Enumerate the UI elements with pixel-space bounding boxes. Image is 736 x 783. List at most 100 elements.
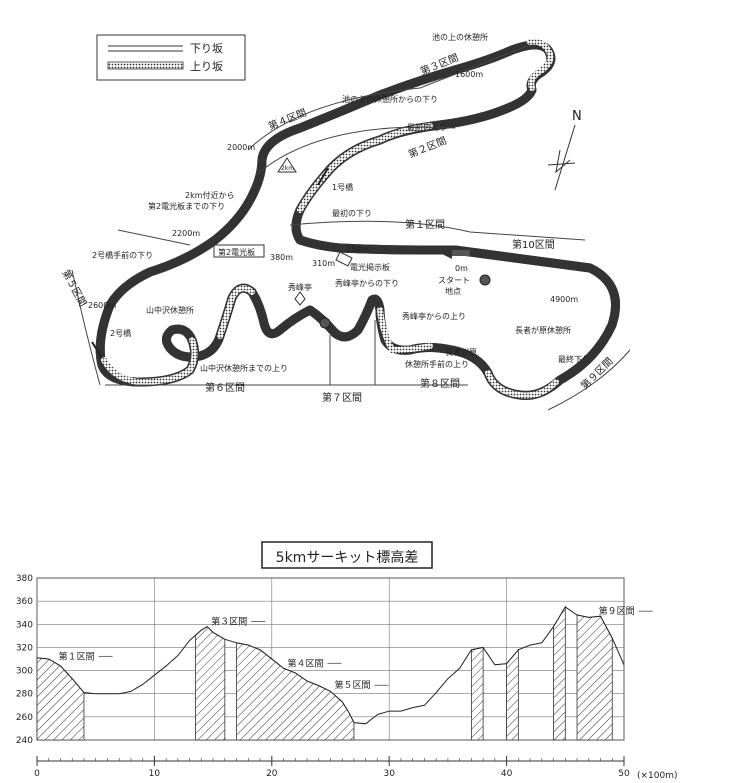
- dist-2000m: 2000m: [227, 143, 255, 152]
- label-ike-down: 池の上の休憩所からの下り: [342, 94, 438, 104]
- uphill-yamanaka: [101, 337, 198, 386]
- dist-2600m: 2600m: [88, 301, 116, 310]
- label-bridge2: 2号橋: [110, 328, 131, 338]
- label-near-2km-1: 2km付近から: [185, 190, 235, 200]
- legend-up-label: 上り坂: [190, 60, 223, 73]
- section-labels: 第１区間 第２区間 第３区間 第４区間 第５区間 第６区間 第７区間 第８区間 …: [59, 51, 615, 404]
- section-annotation: 第１区間: [59, 650, 95, 662]
- dist-0m: 0m: [455, 264, 468, 273]
- chart-title: 5kmサーキット標高差: [276, 549, 419, 566]
- x-tick-label: 0: [34, 769, 40, 779]
- uphill-area: [236, 642, 355, 741]
- y-tick-label: 240: [16, 736, 33, 746]
- label-first-down: 最初の下り: [332, 208, 372, 218]
- y-tick-label: 360: [16, 597, 33, 607]
- y-tick-label: 340: [16, 620, 33, 630]
- x-axis: 0 10 20 30 40 50: [34, 756, 630, 779]
- chart-title-box: 5kmサーキット標高差: [261, 541, 433, 569]
- uphill-area: [36, 657, 85, 741]
- section-annotation: 第９区間: [599, 605, 635, 617]
- dist-380m: 380m: [270, 253, 293, 262]
- y-tick-label: 380: [16, 574, 33, 584]
- label-start-1: スタート: [438, 276, 470, 285]
- label-near-2km-2: 第2電光板までの下り: [148, 201, 225, 211]
- bridge-marks: [91, 167, 329, 359]
- uphill-yamanaka2: [217, 285, 255, 339]
- y-tick-label: 300: [16, 667, 33, 677]
- label-last-down: 最終下り: [558, 354, 590, 364]
- y-tick-label: 260: [16, 713, 33, 723]
- km-mark-label: 2km: [281, 165, 294, 172]
- x-tick-label: 20: [266, 769, 278, 779]
- label-shuho: 秀峰亭: [288, 282, 312, 292]
- circuit-map: 下り坂 上り坂 N: [59, 32, 631, 411]
- section-2: 第２区間: [406, 134, 448, 161]
- uphill-first: [297, 123, 433, 213]
- x-tick-label: 10: [149, 769, 161, 779]
- label-shuho-down: 秀峰亭からの下り: [335, 278, 399, 288]
- north-arrow-icon: N: [547, 109, 582, 191]
- section-boundaries: [71, 44, 631, 411]
- start-point-icon: [479, 274, 491, 286]
- x-tick-label: 50: [618, 769, 630, 779]
- uphill-segments: [101, 38, 559, 399]
- y-axis: 240 260 280 300 320 340 360 380: [16, 574, 33, 746]
- y-tick-label: 280: [16, 690, 33, 700]
- panel-sign-icon: [335, 251, 353, 267]
- uphill-area: [506, 648, 519, 741]
- x-unit: (×100m): [637, 771, 678, 781]
- dist-1600m: 1600m: [455, 70, 483, 79]
- label-start-2: 地点: [445, 286, 461, 296]
- dist-310m: 310m: [312, 259, 335, 268]
- label-choja-rest: 長者が原休憩所: [515, 325, 571, 335]
- dist-250m: 250m: [346, 245, 369, 254]
- label-shuho-up: 秀峰亭からの上り: [402, 311, 466, 321]
- shuho-house-icon: [294, 291, 306, 306]
- label-bridge1: 1号橋: [332, 182, 353, 192]
- label-ike-rest: 池の上の休憩所: [432, 32, 488, 42]
- uphill-choja: [485, 370, 559, 399]
- uphill-area: [553, 605, 566, 741]
- legend-up-swatch: [107, 61, 184, 70]
- elevation-line: [36, 606, 625, 725]
- panel2-box: 第2電光板: [213, 244, 265, 258]
- compass-north: N: [572, 109, 582, 124]
- uphill-shuho: [377, 307, 433, 354]
- uphill-ike: [527, 38, 554, 91]
- section-8: 第８区間: [420, 377, 460, 390]
- uphill-area: [195, 626, 226, 741]
- x-tick-label: 40: [501, 769, 513, 779]
- legend-down-label: 下り坂: [190, 42, 223, 55]
- place-labels: 池の上の休憩所 池の上の休憩所からの下り 最初の上り 最初の下り 2km付近から…: [92, 32, 590, 373]
- label-panel2: 第2電光板: [218, 247, 255, 257]
- dist-4900m: 4900m: [550, 295, 578, 304]
- label-bridge2-down: 2号橋手前の下り: [92, 250, 153, 260]
- label-first-up: 最初の上り: [407, 122, 447, 132]
- section-10: 第10区間: [512, 238, 555, 251]
- section-6: 第６区間: [205, 381, 245, 394]
- section-annotation: 第３区間: [211, 616, 247, 628]
- y-tick-label: 320: [16, 643, 33, 653]
- label-choja-up-1: 長者が原: [445, 347, 477, 357]
- label-yamanaka-up: 山中沢休憩所までの上り: [200, 363, 288, 373]
- section-annotation: 第４区間: [288, 657, 324, 669]
- section-5: 第５区間: [59, 267, 89, 308]
- dist-2200m: 2200m: [172, 229, 200, 238]
- x-tick-label: 30: [383, 769, 395, 779]
- distance-marks: 0m 250m 310m 380m 1600m 2000m 2200m 2600…: [88, 70, 578, 310]
- label-yamanaka: 山中沢休憩所: [146, 305, 194, 315]
- label-panel-sign: 電光掲示板: [350, 262, 390, 272]
- legend: 下り坂 上り坂: [96, 34, 246, 81]
- section-7: 第７区間: [322, 391, 362, 404]
- section-1: 第１区間: [405, 218, 445, 231]
- shuho-point-icon: [319, 317, 331, 329]
- section-annotation: 第５区間: [335, 679, 371, 691]
- label-choja-up-2: 休憩所手前の上り: [405, 359, 469, 369]
- uphill-area: [576, 614, 613, 741]
- uphill-area: [470, 646, 484, 741]
- direction-arrow-icon: [440, 247, 452, 259]
- km-marker-icon: 2km: [277, 157, 297, 173]
- uphill-shading: [36, 605, 613, 741]
